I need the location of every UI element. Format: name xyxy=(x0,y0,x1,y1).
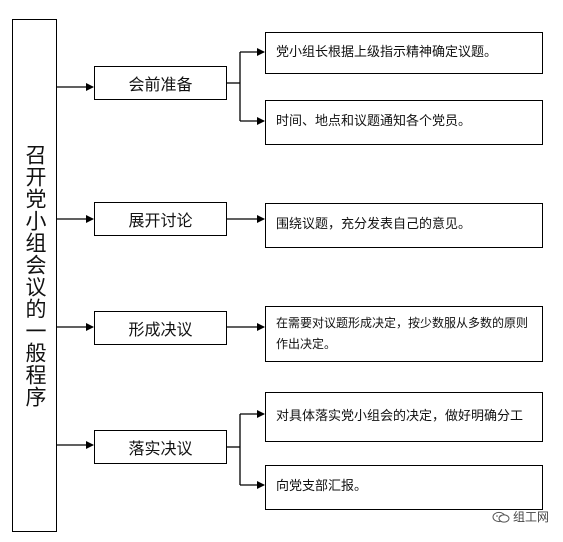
stage-box-3: 形成决议 xyxy=(94,311,227,345)
detail-text-3-1: 在需要对议题形成决定，按少数服从多数的原则作出决定。 xyxy=(276,316,529,351)
watermark-text: 组工网 xyxy=(512,510,549,524)
stage-label-1: 会前准备 xyxy=(128,75,193,94)
detail-text-2-1: 围绕议题，充分发表自己的意见。 xyxy=(276,217,472,233)
detail-text-1-2: 时间、地点和议题通知各个党员。 xyxy=(276,114,472,130)
detail-box-1-2: 时间、地点和议题通知各个党员。 xyxy=(265,100,543,145)
stage-box-1: 会前准备 xyxy=(94,66,227,100)
stage-label-4: 落实决议 xyxy=(128,439,193,458)
stage-label-3: 形成决议 xyxy=(128,320,193,339)
detail-box-4-1: 对具体落实党小组会的决定，做好明确分工 xyxy=(265,392,543,442)
wechat-icon xyxy=(492,511,510,523)
detail-box-3-1: 在需要对议题形成决定，按少数服从多数的原则作出决定。 xyxy=(265,306,543,362)
root-box: 召开党小组会议的一般程序 xyxy=(12,19,57,532)
stage-label-2: 展开讨论 xyxy=(128,211,193,230)
detail-box-1-1: 党小组长根据上级指示精神确定议题。 xyxy=(265,32,543,74)
stage-box-4: 落实决议 xyxy=(94,430,227,464)
detail-text-1-1: 党小组长根据上级指示精神确定议题。 xyxy=(276,44,498,60)
stage-box-2: 展开讨论 xyxy=(94,202,227,236)
detail-box-2-1: 围绕议题，充分发表自己的意见。 xyxy=(265,203,543,248)
detail-box-4-2: 向党支部汇报。 xyxy=(265,465,543,510)
detail-text-4-2: 向党支部汇报。 xyxy=(276,479,368,495)
detail-text-4-1: 对具体落实党小组会的决定，做好明确分工 xyxy=(276,408,524,424)
watermark: 组工网 xyxy=(492,508,549,525)
root-title: 召开党小组会议的一般程序 xyxy=(23,143,47,408)
